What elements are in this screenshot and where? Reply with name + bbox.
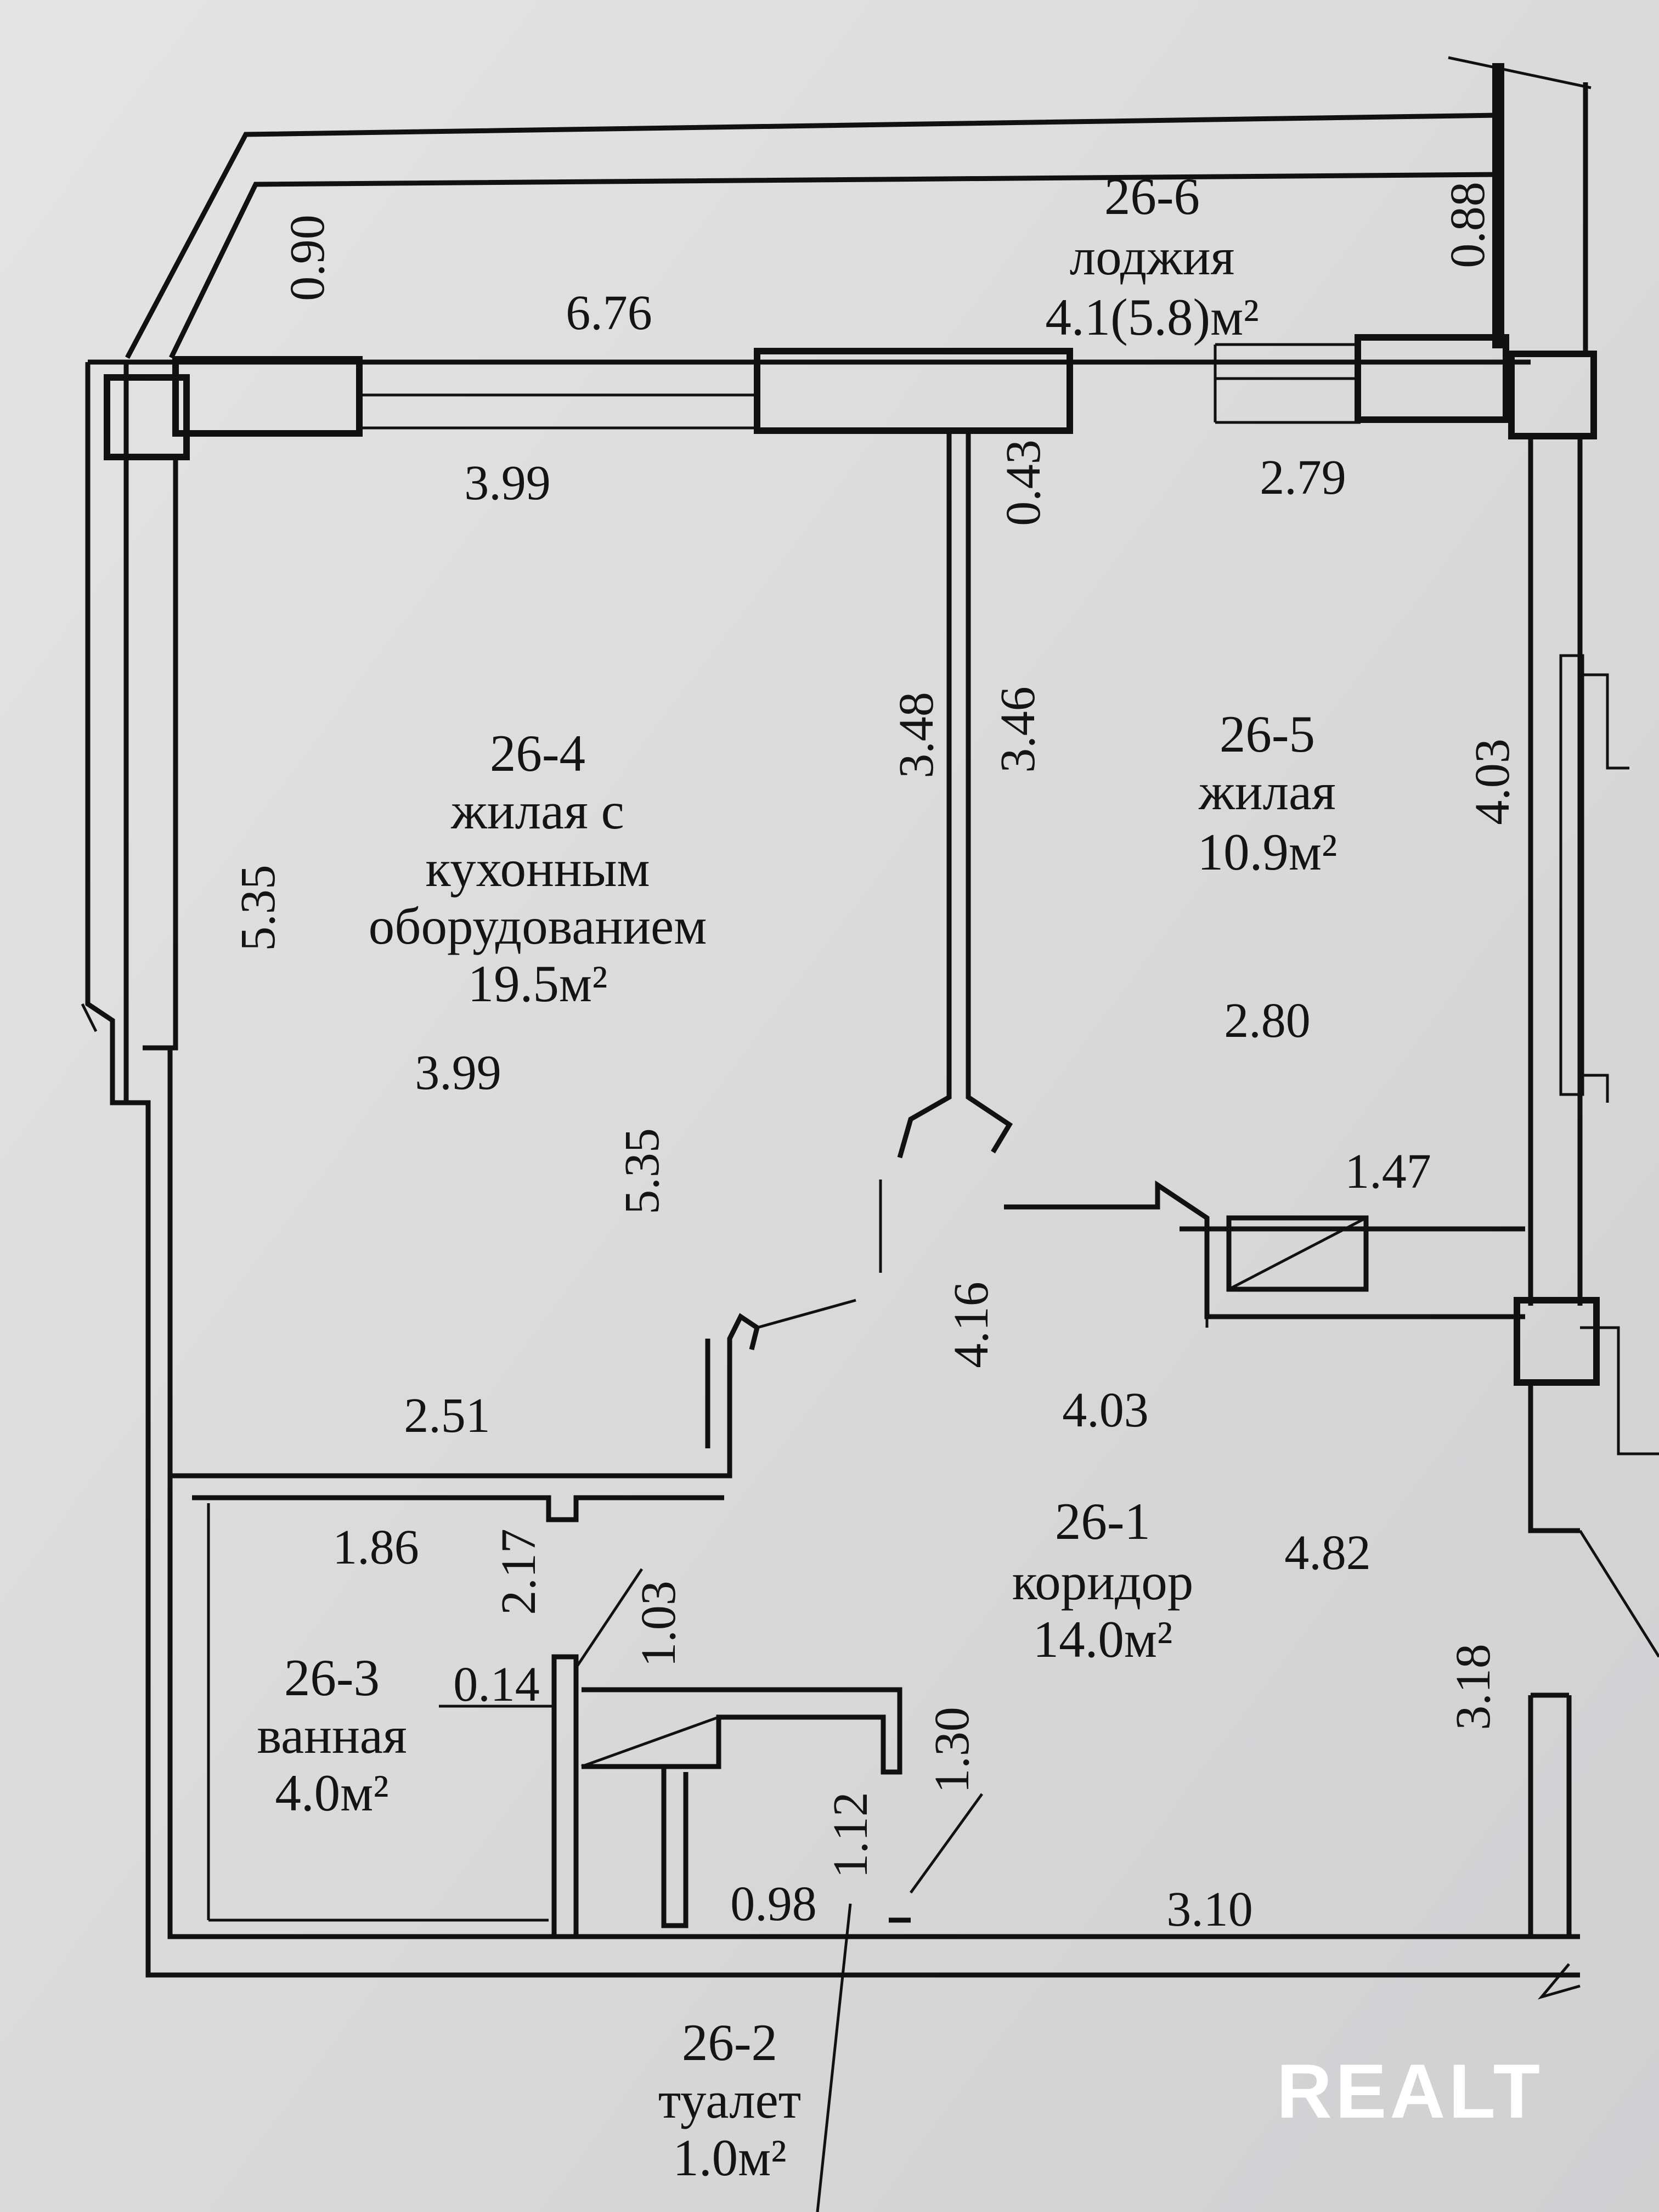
dim-corridor-width-top: 4.03 — [1062, 1383, 1149, 1437]
dim-toilet-height: 1.12 — [823, 1792, 878, 1878]
dim-living-bottom: 2.51 — [404, 1389, 490, 1443]
toilet-name: туалет — [658, 2071, 802, 2129]
toilet-id: 26-2 — [682, 2013, 777, 2072]
toilet-area: 1.0м² — [673, 2129, 786, 2187]
bedroom-bottom-wall — [1004, 1180, 1525, 1328]
bedroom-area: 10.9м² — [1198, 823, 1338, 881]
loggia-area: 4.1(5.8)м² — [1045, 288, 1259, 346]
partition-wall — [879, 433, 1013, 1273]
living-name-2: кухонным — [425, 839, 650, 898]
dim-bedroom-top: 2.79 — [1260, 450, 1346, 505]
dim-living-mid-width: 3.99 — [415, 1046, 501, 1100]
dim-toilet-width: 0.98 — [730, 1877, 817, 1931]
columns — [104, 334, 1600, 1386]
living-id: 26-4 — [490, 724, 585, 782]
dim-living-left-height: 5.35 — [231, 865, 285, 951]
bath-walls — [170, 1299, 856, 1937]
dim-bedroom-right-height: 4.03 — [1465, 738, 1520, 825]
bathroom-area: 4.0м² — [275, 1764, 388, 1822]
living-name-3: оборудованием — [369, 897, 707, 955]
living-area: 19.5м² — [468, 955, 608, 1013]
realt-watermark: REALT — [1277, 2048, 1543, 2134]
loggia-name: лоджия — [1070, 228, 1235, 286]
loggia-walls — [125, 56, 1592, 424]
dim-corridor-bottom: 3.10 — [1166, 1882, 1253, 1937]
bathroom-name: ванная — [257, 1706, 407, 1764]
bedroom-id: 26-5 — [1220, 705, 1315, 763]
corridor-area: 14.0м² — [1033, 1610, 1173, 1668]
dim-loggia-depth-right: 0.88 — [1441, 182, 1495, 268]
corridor-id: 26-1 — [1055, 1492, 1150, 1550]
dim-loggia-depth-left: 0.90 — [280, 215, 335, 301]
dim-toilet-opening: 1.30 — [925, 1707, 979, 1793]
toilet-walls — [581, 1687, 984, 2212]
dim-bath-wall: 0.14 — [453, 1657, 540, 1712]
dim-toilet-door-wall: 1.03 — [631, 1581, 686, 1667]
bedroom-name: жилая — [1198, 763, 1336, 821]
dim-corridor-height: 4.82 — [1284, 1526, 1371, 1580]
dim-bath-width: 1.86 — [332, 1520, 419, 1575]
dim-loggia-length: 6.76 — [566, 286, 652, 340]
dim-pier-depth: 0.43 — [996, 439, 1051, 526]
dim-bedroom-mid-width: 2.80 — [1224, 994, 1311, 1048]
dim-living-mid-height: 5.35 — [615, 1128, 669, 1215]
dim-living-top: 3.99 — [464, 456, 551, 510]
dim-corridor-right-height: 3.18 — [1446, 1644, 1500, 1730]
dim-wall-left-height: 3.48 — [889, 692, 944, 778]
dim-bath-height: 2.17 — [492, 1528, 546, 1615]
loggia-id: 26-6 — [1104, 167, 1200, 225]
bathroom-id: 26-3 — [284, 1649, 380, 1707]
right-wall — [1528, 439, 1659, 2000]
dim-corridor-opening: 4.16 — [944, 1282, 998, 1368]
living-name-1: жилая с — [450, 782, 624, 840]
corridor-name: коридор — [1012, 1553, 1194, 1611]
dim-wall-right-height: 3.46 — [991, 686, 1045, 773]
dim-niche-width: 1.47 — [1345, 1144, 1431, 1199]
